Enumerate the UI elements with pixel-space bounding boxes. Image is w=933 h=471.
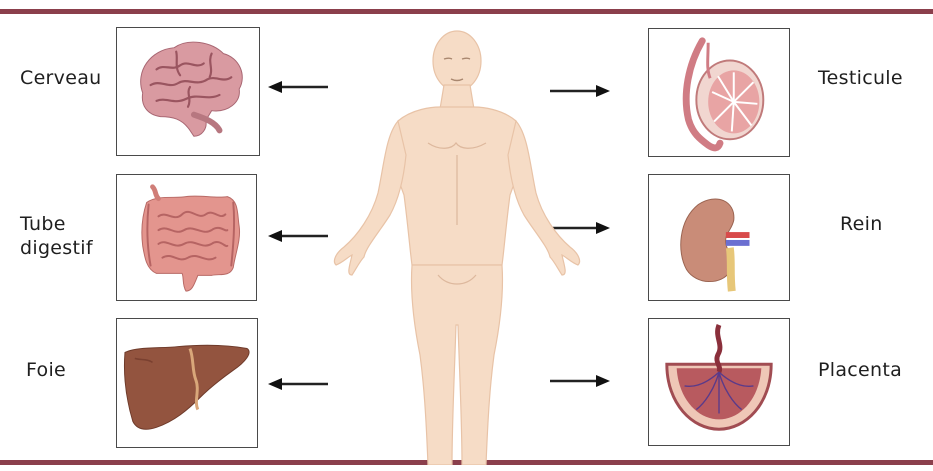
brain-icon	[117, 28, 259, 155]
arrow-to-tube-digestif	[268, 229, 330, 243]
human-figure-icon	[328, 25, 586, 465]
rein-box	[648, 174, 790, 301]
placenta-icon	[649, 319, 789, 445]
arrow-to-cerveau	[268, 80, 330, 94]
foie-box	[116, 318, 258, 448]
tube-digestif-box	[116, 174, 257, 301]
placenta-box	[648, 318, 790, 446]
kidney-icon	[649, 175, 789, 300]
label-cerveau: Cerveau	[20, 66, 102, 90]
intestine-icon	[117, 175, 256, 300]
cerveau-box	[116, 27, 260, 156]
label-testicule: Testicule	[818, 66, 903, 90]
label-placenta: Placenta	[818, 358, 902, 382]
label-tube-digestif: Tube digestif	[20, 212, 93, 260]
testis-icon	[649, 29, 789, 156]
liver-icon	[117, 319, 257, 447]
label-rein: Rein	[840, 212, 883, 236]
testicule-box	[648, 28, 790, 157]
top-rule	[0, 9, 933, 14]
arrow-to-foie	[268, 377, 330, 391]
label-foie: Foie	[26, 358, 66, 382]
